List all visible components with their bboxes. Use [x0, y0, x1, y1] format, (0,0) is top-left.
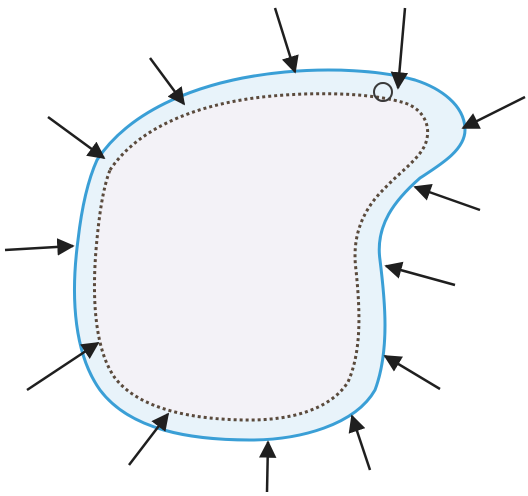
arrow-4 — [463, 97, 525, 128]
arrow-13 — [352, 416, 370, 470]
arrow-5 — [48, 117, 104, 158]
arrow-3 — [150, 58, 184, 104]
arrow-10 — [385, 356, 440, 389]
arrow-6 — [415, 187, 480, 210]
arrow-8 — [386, 266, 455, 285]
arrow-12 — [267, 442, 268, 492]
arrow-7 — [5, 246, 73, 250]
arrow-1 — [275, 8, 295, 72]
